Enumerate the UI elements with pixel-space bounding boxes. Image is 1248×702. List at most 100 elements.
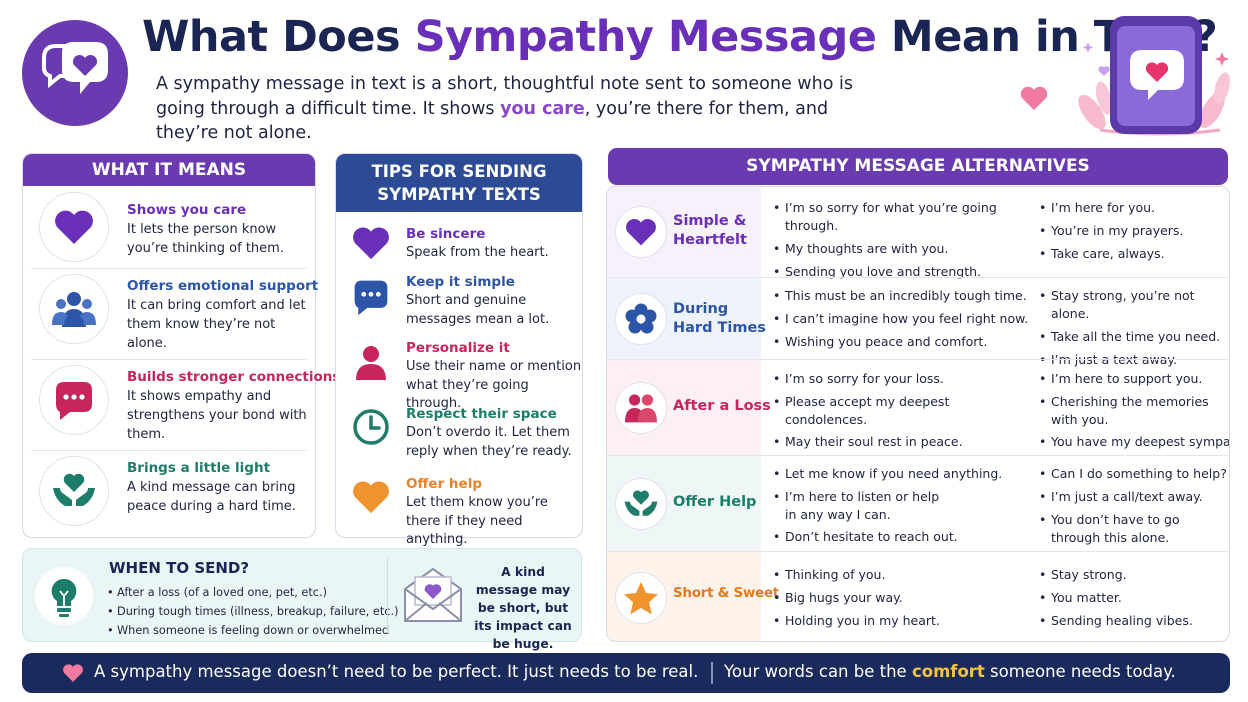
flower-icon (625, 303, 657, 334)
alternatives-list: I’m so sorry for your loss. Please accep… (773, 370, 969, 451)
alternatives-list: I’m so sorry for what you’re going throu… (773, 199, 1043, 281)
list-item: Please accept my deepest condolences. (773, 393, 969, 429)
list-item: You matter. (1039, 589, 1227, 607)
tip-title: Be sincere (406, 226, 486, 242)
alternatives-list: Stay strong. You matter. Sending healing… (1039, 566, 1227, 630)
person-icon (356, 346, 386, 380)
clock-icon (353, 409, 389, 445)
list-item: Sending you love and strength. (773, 263, 1043, 281)
chat-heart-logo-icon (42, 42, 108, 94)
heart-icon (353, 481, 389, 514)
alternatives-row: After a Loss I’m so sorry for your loss.… (607, 359, 1229, 455)
tip-title: Offer help (406, 476, 482, 492)
tip-title: Keep it simple (406, 274, 515, 290)
list-item: I can’t imagine how you feel right now. (773, 310, 1043, 328)
list-item: Don’t hesitate to reach out. (773, 528, 1003, 546)
alternatives-list: Let me know if you need anything. I’m he… (773, 465, 1003, 546)
means-item-text: It lets the person know you’re thinking … (127, 222, 284, 256)
alternatives-list: Thinking of you. Big hugs your way. Hold… (773, 566, 1013, 630)
footer-banner: A sympathy message doesn’t need to be pe… (22, 653, 1230, 693)
tip-text: Don’t overdo it. Let them reply when the… (406, 425, 572, 459)
when-quote: A kind message may be short, but its imp… (474, 565, 572, 651)
alternatives-table: Simple &Heartfelt I’m so sorry for what … (606, 186, 1230, 642)
star-icon (624, 582, 658, 615)
footer-divider (711, 662, 713, 684)
heart-hands-icon (624, 490, 658, 516)
tips-panel: TIPS FOR SENDING SYMPATHY TEXTS Be since… (335, 153, 583, 547)
heart-icon (1020, 86, 1048, 110)
list-item: I’m just a call/text away. (1039, 488, 1227, 506)
heart-icon (353, 227, 389, 260)
list-item: Big hugs your way. (773, 589, 1013, 607)
heart-icon (63, 664, 83, 682)
alternatives-row: Short & Sweet Thinking of you. Big hugs … (607, 551, 1229, 641)
list-item: You’re in my prayers. (1039, 222, 1227, 240)
means-item-text: It can bring comfort and let them know t… (127, 298, 306, 351)
phone-illustration (1000, 12, 1240, 140)
alternatives-row-label: Simple &Heartfelt (673, 213, 747, 248)
footer-left-text: A sympathy message doesn’t need to be pe… (94, 662, 699, 681)
heart-icon (626, 219, 656, 246)
sparkle-icon (1215, 52, 1229, 66)
list-item: This must be an incredibly tough time. (773, 287, 1043, 305)
people-icon (52, 292, 96, 327)
list-item: Can I do something to help? (1039, 465, 1227, 483)
alternatives-heading: SYMPATHY MESSAGE ALTERNATIVES (608, 148, 1228, 185)
heart-icon (55, 210, 93, 244)
list-item: I’m so sorry for what you’re going throu… (773, 199, 1043, 235)
alternatives-list: I’m here for you. You’re in my prayers. … (1039, 199, 1227, 263)
means-item-title: Shows you care (127, 202, 247, 218)
list-item: Wishing you peace and comfort. (773, 333, 1043, 351)
means-item-title: Builds stronger connections (127, 369, 341, 385)
tip-text: Short and genuine messages mean a lot. (406, 293, 550, 327)
list-item: You don’t have to go through this alone. (1039, 511, 1227, 547)
people-icon (625, 394, 657, 423)
lightbulb-icon (35, 567, 93, 625)
list-item: When someone is feeling down or overwhel… (107, 621, 398, 640)
alternatives-list: I’m here to support you. Cherishing the … (1039, 370, 1229, 451)
list-item: During tough times (illness, breakup, fa… (107, 602, 398, 621)
alternatives-row-label: After a Loss (673, 398, 771, 414)
when-to-send-heading: WHEN TO SEND? (109, 559, 250, 577)
intro-highlight: you care (500, 98, 585, 119)
means-item-text: It shows empathy and strengthens your bo… (127, 389, 307, 442)
alternatives-row: Simple &Heartfelt I’m so sorry for what … (607, 187, 1229, 281)
heart-icon (1145, 62, 1169, 82)
logo-badge (22, 20, 128, 126)
when-to-send-list: After a loss (of a loved one, pet, etc.)… (107, 583, 398, 640)
list-item: My thoughts are with you. (773, 240, 1043, 258)
alternatives-row-label: Offer Help (673, 494, 757, 510)
alternatives-list: Stay strong, you’re not alone. Take all … (1039, 287, 1227, 369)
what-it-means-heading: WHAT IT MEANS (23, 154, 315, 186)
list-item: Holding you in my heart. (773, 612, 1013, 630)
alternatives-row-label: Short & Sweet (673, 585, 779, 601)
means-item-title: Offers emotional support (127, 278, 319, 294)
list-item: After a loss (of a loved one, pet, etc.) (107, 583, 398, 602)
alternatives-list: Can I do something to help? I’m just a c… (1039, 465, 1227, 547)
means-item-text: A kind message can bring peace during a … (127, 480, 296, 514)
list-item: Take all the time you need. (1039, 328, 1227, 346)
intro-text: A sympathy message in text is a short, t… (156, 74, 853, 143)
list-item: May their soul rest in peace. (773, 433, 969, 451)
list-item: I’m here to support you. (1039, 370, 1229, 388)
footer-highlight: comfort (911, 662, 985, 681)
list-item: Let me know if you need anything. (773, 465, 1003, 483)
list-item: Cherishing the memories with you. (1039, 393, 1209, 429)
list-item: Stay strong, you’re not alone. (1039, 287, 1227, 323)
envelope-icon (404, 567, 462, 622)
list-item: Sending healing vibes. (1039, 612, 1227, 630)
footer-right-text: Your words can be the comfort someone ne… (724, 662, 1176, 681)
alternatives-row: Offer Help Let me know if you need anyth… (607, 455, 1229, 551)
title-highlight: Sympathy Message (414, 12, 877, 62)
list-item: Take care, always. (1039, 245, 1227, 263)
heart-hands-icon (53, 473, 95, 506)
chat-bubble-icon (56, 382, 92, 420)
when-to-send-box: WHEN TO SEND? After a loss (of a loved o… (22, 548, 582, 651)
list-item: I’m here for you. (1039, 199, 1227, 217)
chat-bubble-icon (354, 280, 388, 316)
tip-title: Respect their space (406, 406, 557, 422)
list-item: I’m so sorry for your loss. (773, 370, 969, 388)
means-item-title: Brings a little light (127, 460, 271, 476)
